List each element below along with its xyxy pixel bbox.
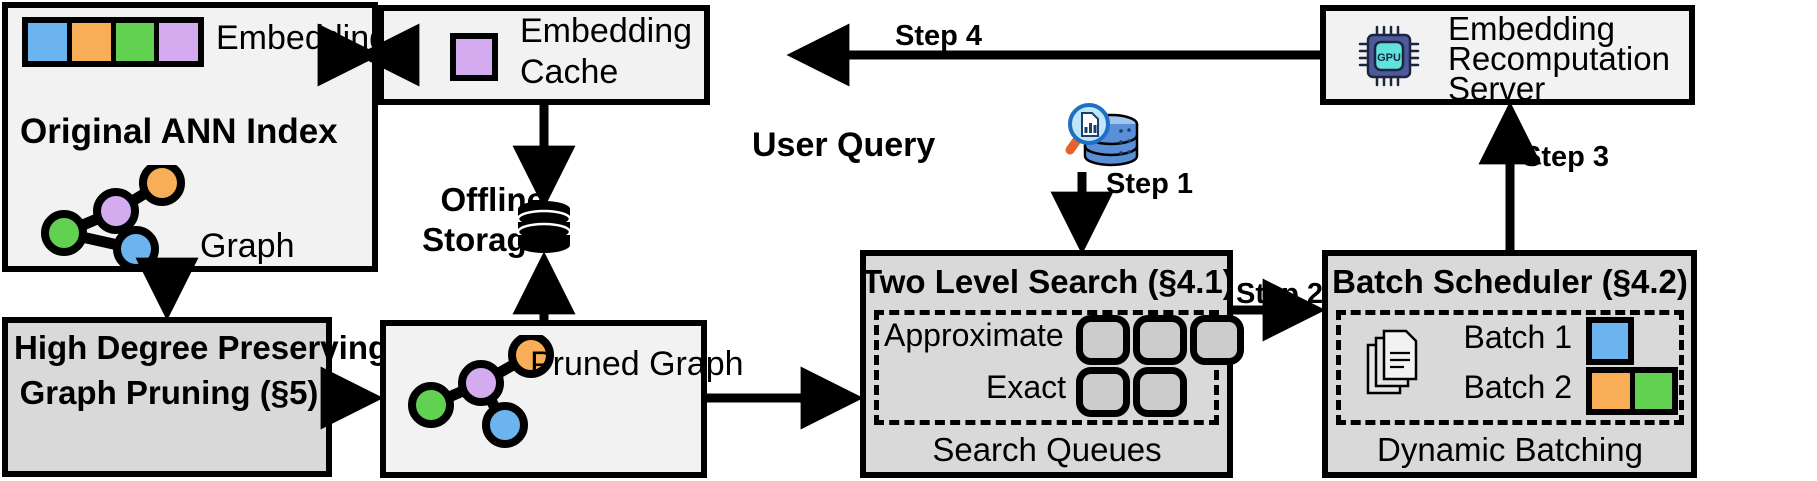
- box-embedding-cache: [378, 5, 710, 105]
- queue-slot: [1190, 315, 1244, 365]
- step2-label: Step 2: [1236, 278, 1324, 310]
- pruned-graph-label: Pruned Graph: [530, 345, 744, 383]
- search-queues-footer: Search Queues: [932, 431, 1162, 468]
- queue-row-label-exact: Exact: [985, 369, 1066, 405]
- dynamic-batching-footer: Dynamic Batching: [1377, 431, 1643, 468]
- embedding-cache-swatch: [450, 33, 498, 81]
- graph-label: Graph: [200, 227, 295, 265]
- batch-2-swatch-orange: [1592, 373, 1635, 409]
- batch-scheduler-title: Batch Scheduler (§4.2): [1332, 263, 1688, 300]
- batch-label-2: Batch 2: [1463, 369, 1572, 405]
- embedding-cell-1: [71, 23, 116, 61]
- step1-label: Step 1: [1106, 168, 1194, 200]
- user-query-search-database-icon: [1065, 103, 1139, 167]
- dynamic-batching-group: [1336, 310, 1684, 425]
- embedding-label: Embedding: [216, 19, 389, 57]
- original-graph-glyph: [41, 165, 185, 270]
- user-query-label: User Query: [752, 126, 936, 164]
- queue-slots-approximate: [1076, 315, 1244, 365]
- embedding-vector-strip: [22, 17, 204, 67]
- step3-label: Step 3: [1522, 141, 1610, 173]
- pruned-graph-glyph: [408, 335, 554, 448]
- batch-label-1: Batch 1: [1463, 319, 1572, 355]
- batch-2-swatches: [1586, 367, 1678, 415]
- batch-1-swatch-blue: [1586, 317, 1634, 365]
- embedding-cache-line2: Cache: [520, 53, 619, 91]
- original-ann-index-title: Original ANN Index: [20, 112, 338, 151]
- recomputation-server-line3: Server: [1448, 70, 1546, 107]
- graph-pruning-line2: Graph Pruning (§5): [19, 374, 319, 411]
- box-graph-pruning: [2, 317, 332, 477]
- queue-slot: [1133, 315, 1187, 365]
- documents-icon: [1366, 329, 1418, 395]
- recomputation-server-line1: Embedding: [1448, 10, 1615, 47]
- queue-slots-exact: [1076, 367, 1187, 417]
- offline-storage-database-icon: [516, 201, 572, 253]
- step4-label: Step 4: [895, 20, 983, 52]
- queue-slot: [1133, 367, 1187, 417]
- embedding-cell-0: [28, 23, 72, 61]
- embedding-cache-line1: Embedding: [520, 12, 693, 50]
- recomputation-server-line2: Recomputation: [1448, 40, 1670, 77]
- gpu-icon-text: GPU: [1377, 52, 1401, 64]
- queue-slot: [1076, 315, 1130, 365]
- gpu-chip-icon: GPU: [1358, 25, 1420, 87]
- embedding-cell-2: [115, 23, 160, 61]
- graph-pruning-line1: High Degree Preserving: [14, 329, 389, 366]
- queue-row-label-approximate: Approximate: [884, 317, 1064, 353]
- two-level-search-title: Two Level Search (§4.1): [862, 263, 1234, 300]
- queue-slot: [1076, 367, 1130, 417]
- search-queues-group: [874, 310, 1219, 425]
- embedding-cell-3: [159, 23, 198, 61]
- batch-2-swatch-green: [1634, 373, 1672, 409]
